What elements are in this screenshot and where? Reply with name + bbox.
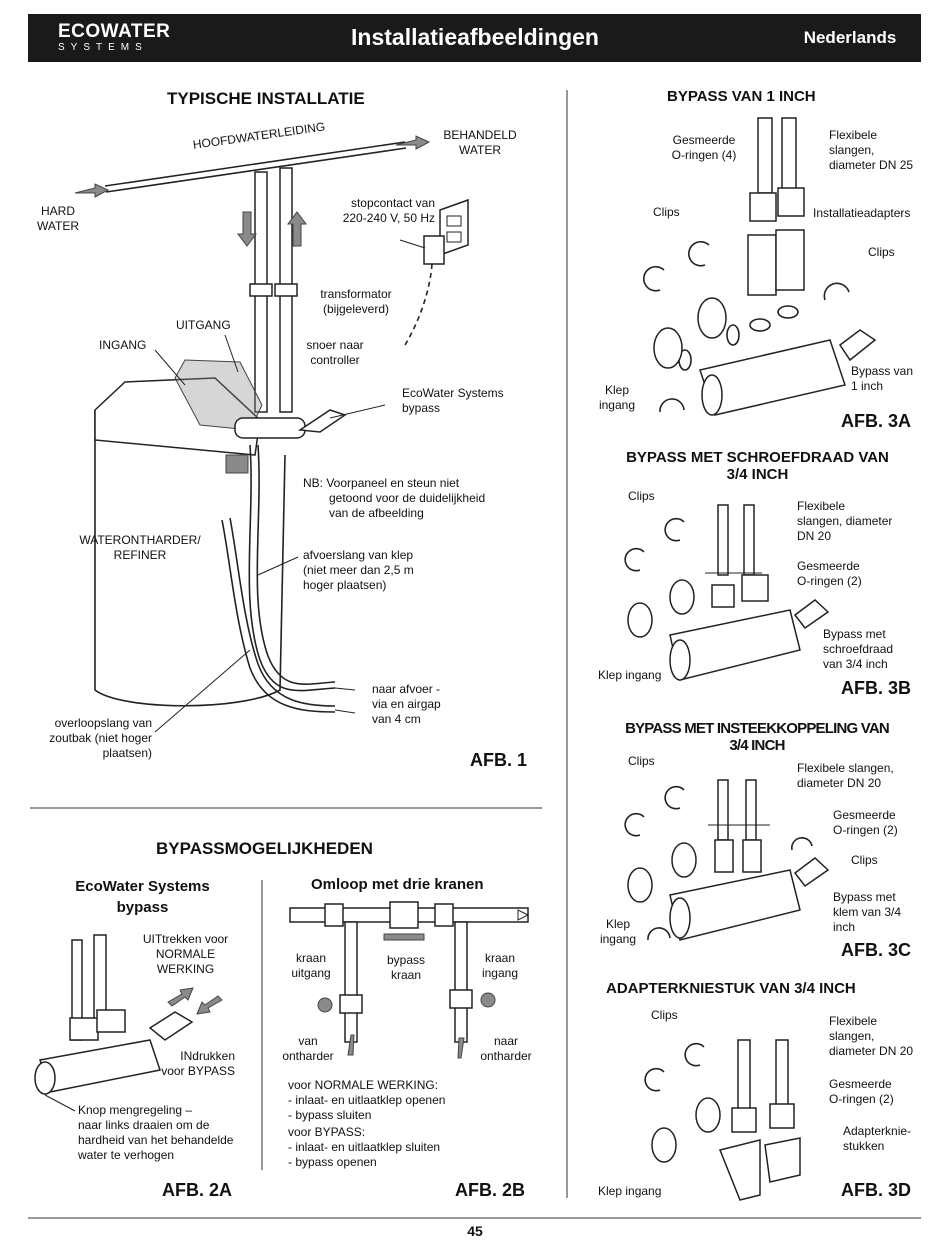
fig3b-clips-label: Clips bbox=[628, 489, 655, 503]
fig3a-clips-left-label: Clips bbox=[653, 205, 680, 219]
normal-operation-text: voor NORMALE WERKING:- inlaat- en uitlaa… bbox=[288, 1078, 446, 1122]
bypass-1-inch-3a bbox=[643, 117, 877, 416]
adapter-elbow-3d bbox=[644, 1039, 801, 1201]
fig3d-elbows-label: Adapterknie-stukken bbox=[843, 1124, 912, 1153]
power-socket bbox=[404, 198, 469, 346]
fig3a-title: BYPASS VAN 1 INCH bbox=[667, 88, 816, 105]
ecowater-logo-systems: SYSTEMS bbox=[58, 42, 148, 53]
drain-hoses bbox=[221, 444, 356, 714]
fig3a-adapters-label: Installatieadapters bbox=[813, 206, 911, 220]
fig3c-hoses-label: Flexibele slangen,diameter DN 20 bbox=[797, 761, 894, 790]
fig-3d-label: AFB. 3D bbox=[841, 1180, 912, 1200]
knob-label: Knop mengregeling –naar links draaien om… bbox=[78, 1103, 234, 1162]
outlet-label: UITGANG bbox=[176, 318, 231, 332]
fig3d-clips-label: Clips bbox=[651, 1008, 678, 1022]
bypass-threaded-3b bbox=[624, 504, 830, 681]
fig3c-clips-right-label: Clips bbox=[851, 853, 878, 867]
page-number: 45 bbox=[467, 1223, 483, 1239]
softener-label: WATERONTHARDER/REFINER bbox=[79, 533, 201, 562]
fig3c-clips-label: Clips bbox=[628, 754, 655, 768]
inlet-label: INGANG bbox=[99, 338, 147, 352]
three-valve-title: Omloop met drie kranen bbox=[311, 876, 484, 893]
fig-1-label: AFB. 1 bbox=[470, 750, 528, 770]
fig-2b-label: AFB. 2B bbox=[455, 1180, 526, 1200]
fig-3c-label: AFB. 3C bbox=[841, 940, 912, 960]
transformer bbox=[423, 235, 445, 265]
drain-hose-label: afvoerslang van klep(niet meer dan 2,5 m… bbox=[303, 548, 414, 592]
water-softener-cabinet bbox=[94, 359, 347, 707]
fig3d-title: ADAPTERKNIESTUK VAN 3/4 INCH bbox=[606, 980, 856, 997]
fig-2a-label: AFB. 2A bbox=[162, 1180, 233, 1200]
typical-installation-title: TYPISCHE INSTALLATIE bbox=[167, 89, 365, 108]
ecowater-logo: ECOWATER bbox=[58, 21, 171, 42]
bypass-valve-2a bbox=[34, 934, 223, 1112]
bypass-clamp-3c bbox=[624, 779, 830, 941]
fig3d-valve-label: Klep ingang bbox=[598, 1184, 662, 1198]
three-valve-bypass-2b bbox=[289, 901, 530, 1059]
header-bar bbox=[28, 14, 921, 62]
bypass-options-title: BYPASSMOGELIJKHEDEN bbox=[156, 839, 373, 858]
fig-3a-label: AFB. 3A bbox=[841, 411, 912, 431]
fig3b-valve-label: Klep ingang bbox=[598, 668, 662, 682]
fig3a-clips-right-label: Clips bbox=[868, 245, 895, 259]
main-water-pipe bbox=[74, 135, 431, 413]
page-title: Installatieafbeeldingen bbox=[351, 24, 599, 50]
fig-3b-label: AFB. 3B bbox=[841, 678, 912, 698]
transformer-label: transformator(bijgeleverd) bbox=[320, 287, 392, 316]
language-label: Nederlands bbox=[803, 28, 897, 47]
bypass-operation-text: voor BYPASS:- inlaat- en uitlaatklep slu… bbox=[288, 1125, 441, 1169]
